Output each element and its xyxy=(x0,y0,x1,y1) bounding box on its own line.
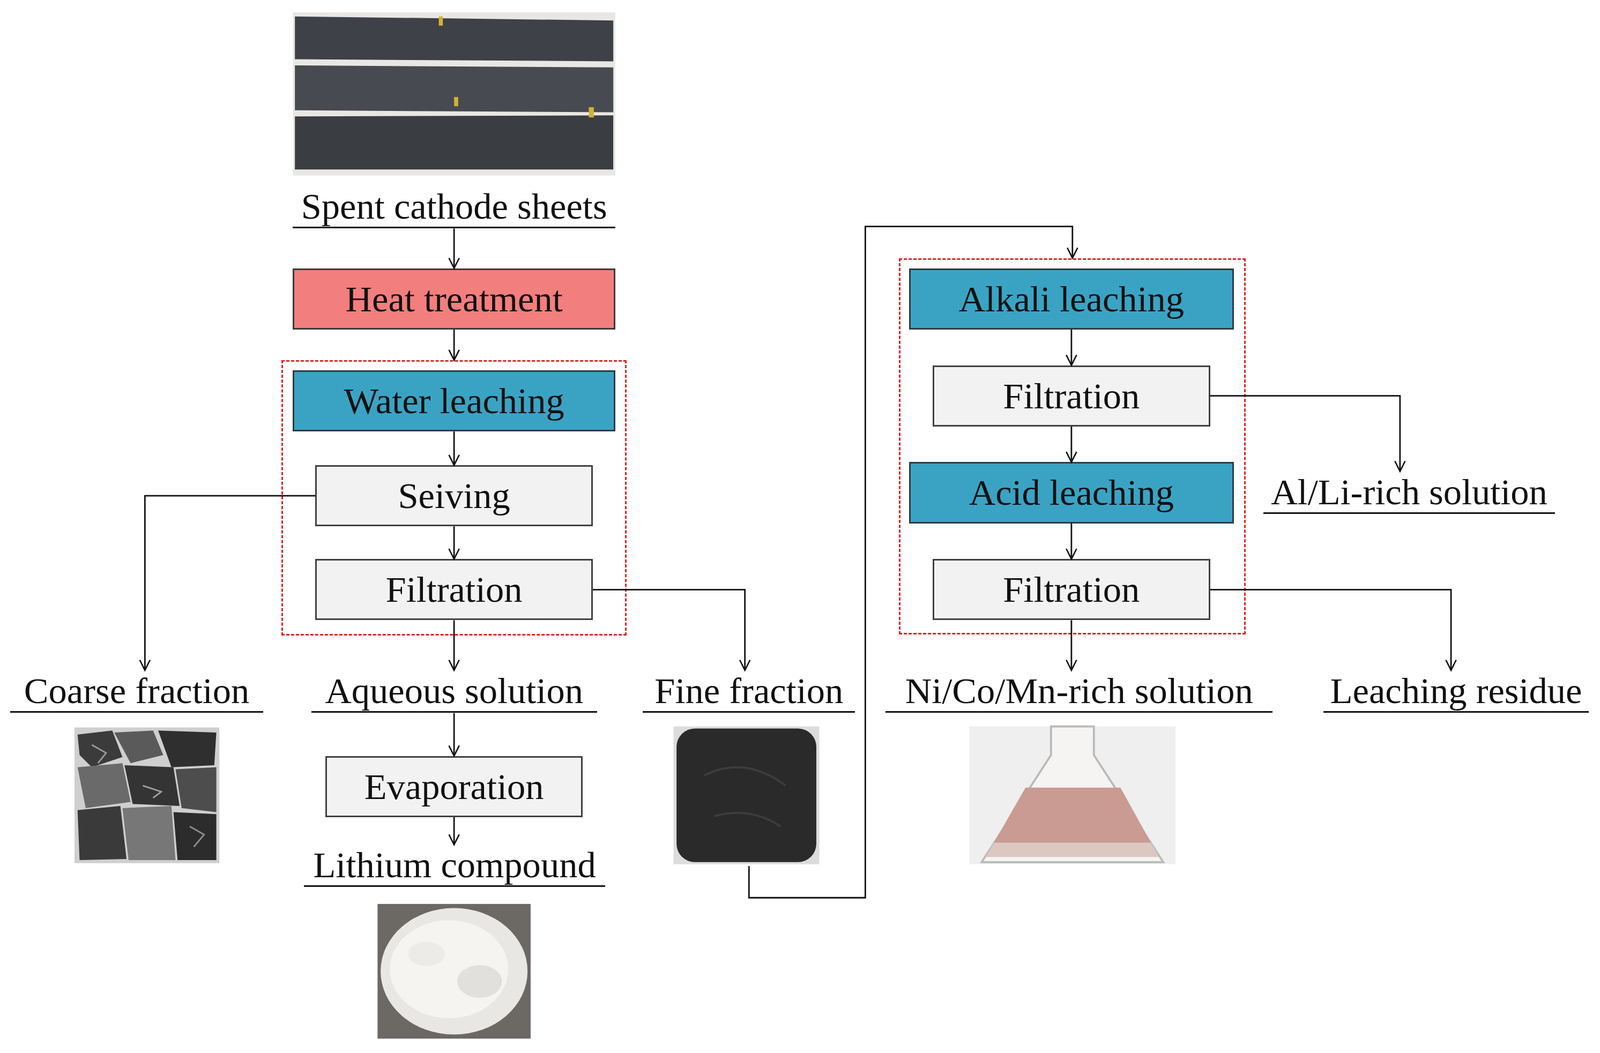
product-name: Al/Li-rich solution xyxy=(1263,471,1555,515)
leaching-box: Water leaching xyxy=(292,370,616,432)
flake xyxy=(124,765,180,807)
step-name: Filtration xyxy=(316,569,592,610)
step-name: Water leaching xyxy=(294,380,614,422)
flow-arrow xyxy=(144,495,316,671)
process-box: Heat treatment xyxy=(292,268,616,330)
pink-solution xyxy=(993,787,1151,844)
photo-background xyxy=(292,12,616,176)
white-powder xyxy=(389,920,509,1019)
product-name: Spent cathode sheets xyxy=(292,185,616,229)
flake xyxy=(114,730,163,764)
flow-arrow xyxy=(1070,523,1073,560)
product-label: Leaching residue xyxy=(1323,670,1589,714)
product-label: Lithium compound xyxy=(303,844,606,888)
cathode-strip xyxy=(294,16,614,62)
flow-arrow xyxy=(453,228,456,269)
flake-edge xyxy=(143,785,162,799)
coarse-fraction-photo xyxy=(74,727,220,864)
operation-box: Filtration xyxy=(315,559,593,621)
flow-arrow xyxy=(1070,426,1073,463)
flow-arrow xyxy=(1070,329,1073,366)
photo-background xyxy=(74,727,220,864)
tab-mark xyxy=(438,16,444,26)
powder-lump xyxy=(407,941,445,967)
operation-box: Seiving xyxy=(315,465,593,527)
leaching-box: Acid leaching xyxy=(909,462,1234,524)
flow-arrow xyxy=(453,431,456,466)
step-name: Alkali leaching xyxy=(910,278,1232,320)
flake xyxy=(173,812,217,861)
product-name: Lithium compound xyxy=(303,844,606,888)
flake xyxy=(77,806,127,861)
product-label: Ni/Co/Mn-rich solution xyxy=(885,670,1273,714)
product-label: Spent cathode sheets xyxy=(292,12,616,229)
flow-arrow xyxy=(1070,620,1073,671)
product-name: Ni/Co/Mn-rich solution xyxy=(885,670,1273,713)
flake xyxy=(77,763,131,809)
photo-background xyxy=(673,726,820,865)
step-name: Evaporation xyxy=(326,766,582,808)
step-name: Acid leaching xyxy=(910,472,1232,513)
leaching-box: Alkali leaching xyxy=(909,268,1234,330)
fine-fraction-photo xyxy=(673,726,820,865)
flow-arrow xyxy=(1210,589,1451,671)
product-label: Fine fraction xyxy=(642,670,855,867)
photo-background xyxy=(377,904,531,1039)
flow-arrow xyxy=(748,226,1073,899)
step-name: Filtration xyxy=(934,375,1209,417)
flask-base xyxy=(985,843,1160,858)
product-label: Al/Li-rich solution xyxy=(1263,471,1555,515)
operation-box: Filtration xyxy=(932,559,1211,621)
flow-arrow xyxy=(453,713,456,757)
flake-edge xyxy=(91,745,107,764)
operation-box: Evaporation xyxy=(325,756,583,818)
flake xyxy=(122,806,176,861)
product-name: Coarse fraction xyxy=(10,670,264,713)
flow-arrow xyxy=(453,620,456,671)
flake xyxy=(77,730,123,768)
flow-arrow xyxy=(453,526,456,560)
black-powder xyxy=(676,728,817,862)
flask-photo xyxy=(969,726,1177,865)
flow-arrow xyxy=(453,817,456,845)
cathode-strip xyxy=(294,115,614,170)
flake xyxy=(158,730,217,768)
step-name: Filtration xyxy=(934,569,1209,610)
tab-mark xyxy=(588,107,594,118)
cathode-sheet-photo xyxy=(292,12,616,176)
product-name: Leaching residue xyxy=(1323,670,1589,713)
operation-box: Filtration xyxy=(932,365,1211,427)
powder-texture xyxy=(704,767,786,827)
stage-group: Water leachingSeivingFiltration xyxy=(281,360,627,636)
tab-mark xyxy=(454,97,459,107)
product-label: Aqueous solution xyxy=(311,670,598,714)
flask-glass xyxy=(981,726,1164,863)
lithium-compound-photo xyxy=(377,904,531,1039)
powder-lump xyxy=(457,965,503,999)
stage-group: Alkali leachingFiltrationAcid leachingFi… xyxy=(898,258,1246,635)
product-name: Aqueous solution xyxy=(311,670,598,713)
step-name: Heat treatment xyxy=(294,278,614,320)
flow-arrow xyxy=(453,329,456,361)
step-name: Seiving xyxy=(316,475,592,517)
product-label: Coarse fraction xyxy=(10,670,264,714)
dish xyxy=(380,908,528,1035)
flow-arrow xyxy=(1210,396,1401,472)
flake xyxy=(175,767,217,813)
flake-edge xyxy=(189,826,205,847)
photo-background xyxy=(969,726,1177,865)
product-name: Fine fraction xyxy=(642,670,855,713)
flow-arrow xyxy=(592,589,746,671)
cathode-strip xyxy=(294,65,614,113)
